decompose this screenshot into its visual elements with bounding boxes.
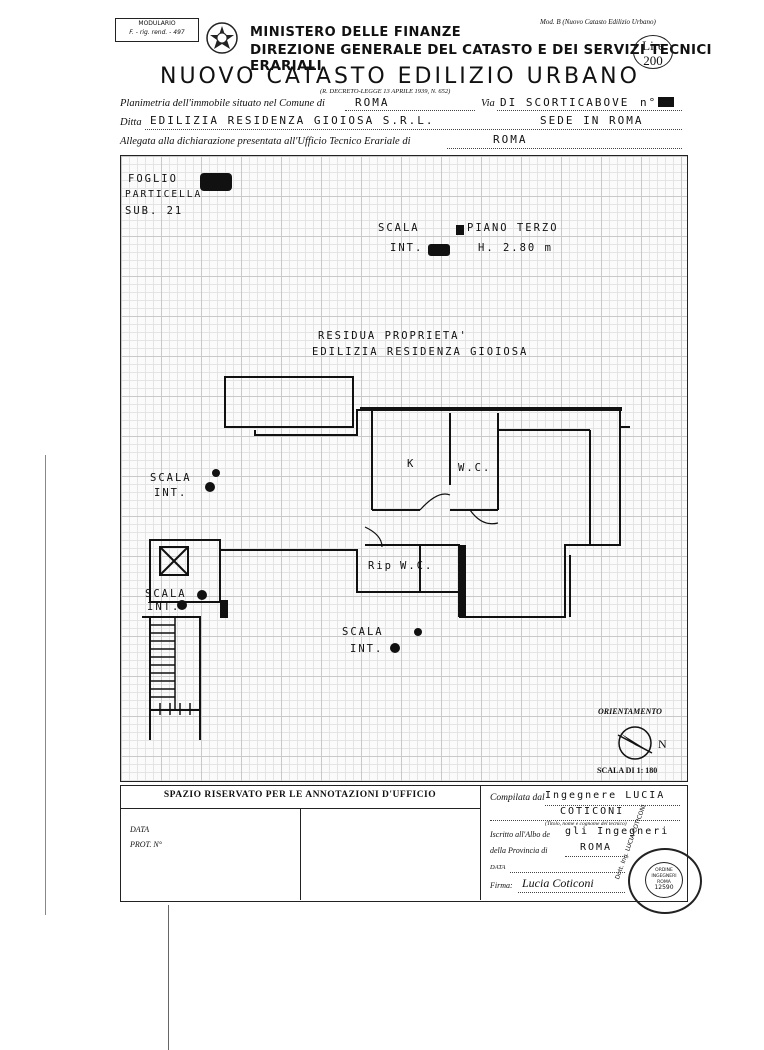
numero-label: n° — [640, 96, 658, 109]
firma-line — [518, 892, 625, 893]
data-line — [510, 872, 625, 873]
scala-left2-label: SCALA — [145, 588, 187, 600]
particella-label: PARTICELLA — [125, 189, 203, 200]
iscritto-label: Iscritto all'Albo de — [490, 830, 550, 839]
provincia-label: della Provincia di — [490, 846, 548, 855]
upper-left-block — [224, 376, 354, 428]
int-left-dot — [205, 482, 215, 492]
stair-steps — [150, 617, 200, 715]
orientamento-label: ORIENTAMENTO — [598, 707, 662, 716]
apartment-outline — [220, 409, 621, 618]
compilata-label: Compilata dal — [490, 793, 545, 803]
direction-name: DIREZIONE GENERALE DEL CATASTO E DEI SER… — [250, 42, 712, 74]
int-label: INT. — [390, 242, 424, 254]
modulario-box: MODULARIO F. - rig. rend. - 497 — [115, 18, 199, 42]
italian-republic-emblem-icon — [206, 22, 238, 54]
iscritto-value: gli Ingegneri — [565, 826, 670, 837]
compilata-line2 — [490, 820, 680, 821]
ditta-value: EDILIZIA RESIDENZA GIOIOSA S.R.L. — [150, 114, 435, 127]
floor-plan-drawing — [142, 173, 653, 760]
model-label: Mod. B (Nuovo Catasto Edilizio Urbano) — [540, 18, 656, 26]
int-redaction — [428, 244, 450, 256]
via-value: DI SCORTICABOVE — [500, 96, 630, 109]
room-wc2-label: W.C. — [400, 560, 434, 572]
engineer-stamp — [628, 848, 702, 914]
wall-fills — [220, 407, 622, 618]
office-annotations-title: SPAZIO RISERVATO PER LE ANNOTAZIONI D'UF… — [163, 790, 437, 800]
fold-line — [168, 905, 169, 1050]
price-value: 200 — [643, 53, 663, 68]
foglio-redaction — [200, 173, 232, 191]
office-prot-label: PROT. N° — [130, 840, 162, 849]
price-badge: Lire 200 — [633, 35, 673, 69]
residua-line1: RESIDUA PROPRIETA' — [318, 330, 468, 342]
sub-label: SUB. 21 — [125, 205, 184, 217]
data-label: DATA — [490, 864, 506, 871]
via-label: Via — [481, 98, 495, 109]
modulario-title: MODULARIO — [138, 20, 176, 27]
document-title: NUOVO CATASTO EDILIZIO URBANO — [160, 64, 640, 89]
int-left2-label: INT. — [147, 601, 181, 613]
int-bottom-dot — [390, 643, 400, 653]
titolo-note: (Titolo, nome e cognome del tecnico) — [545, 821, 627, 827]
compilata-line — [545, 805, 680, 806]
page-edge-line — [45, 455, 46, 915]
north-arrow-icon — [617, 726, 653, 760]
allegata-value: ROMA — [493, 133, 528, 146]
stamp-number: 12590 — [654, 884, 674, 891]
altezza-label: H. 2.80 m — [478, 242, 553, 254]
sede-value: SEDE IN ROMA — [540, 114, 644, 127]
scala-piano-label: SCALA — [378, 222, 420, 234]
room-rip-label: Rip — [368, 560, 393, 572]
comune-line — [345, 110, 475, 111]
planimetria-label: Planimetria dell'immobile situato nel Co… — [120, 98, 325, 109]
north-label: N — [658, 737, 667, 751]
int-left-label: INT. — [154, 487, 188, 499]
int-left2-dot — [177, 600, 187, 610]
redaction-block — [658, 97, 674, 107]
via-line — [497, 110, 682, 111]
office-annotations-box — [120, 785, 481, 900]
residua-line2: EDILIZIA RESIDENZA GIOIOSA — [312, 346, 529, 358]
scala-left-label: SCALA — [150, 472, 192, 484]
ministry-name: MINISTERO DELLE FINANZE — [250, 25, 462, 40]
price-label: Lire — [642, 38, 664, 53]
office-data-label: DATA — [130, 825, 150, 834]
decree-reference: (R. DECRETO-LEGGE 13 APRILE 1939, N. 652… — [320, 88, 451, 95]
provincia-line — [565, 856, 625, 857]
piano-terzo-label: PIANO TERZO — [467, 222, 559, 234]
footer-box — [120, 785, 688, 902]
compilata-value2: COTICONI — [560, 806, 625, 817]
room-wc1-label: W.C. — [458, 462, 492, 474]
ditta-line — [145, 129, 682, 130]
scala-bottom-label: SCALA — [342, 626, 384, 638]
provincia-value: ROMA — [580, 842, 613, 853]
office-divider — [300, 808, 301, 900]
floor-plan-grid — [120, 155, 688, 782]
stamp-inner-text: ORDINE INGEGNERI ROMA — [651, 868, 677, 885]
compilata-value: Ingegnere LUCIA — [545, 790, 666, 801]
engineer-stamp-inner — [645, 862, 683, 898]
comune-value: ROMA — [355, 96, 390, 109]
signature: Lucia Coticoni — [522, 876, 594, 890]
firma-label: Firma: — [490, 881, 513, 890]
modulario-code: F. - rig. rend. - 497 — [129, 29, 185, 36]
scala-redaction — [456, 225, 464, 235]
ditta-label: Ditta — [120, 117, 142, 128]
foglio-label: FOGLIO — [128, 173, 178, 185]
int-bottom-label: INT. — [350, 643, 384, 655]
allegata-label: Allegata alla dichiarazione presentata a… — [120, 136, 411, 147]
allegata-line — [447, 148, 682, 149]
room-kitchen-label: K — [407, 458, 416, 470]
scale-ratio-label: SCALA DI 1: 180 — [597, 766, 658, 775]
